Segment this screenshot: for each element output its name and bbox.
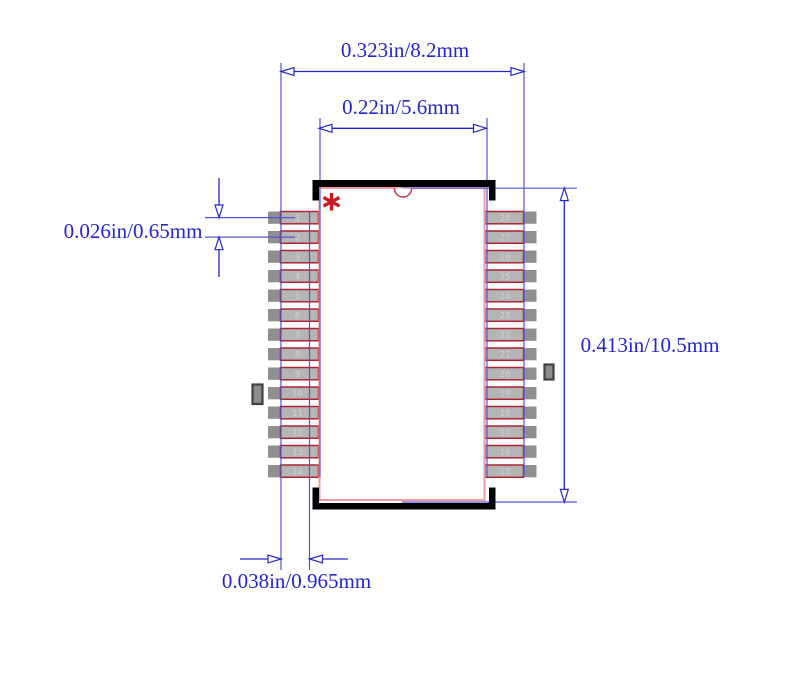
arrowhead-left <box>307 554 324 564</box>
pin-right-18-pad <box>523 406 537 419</box>
arrowhead-left <box>316 123 333 134</box>
pin-left-1-number: 1 <box>295 214 300 224</box>
pin-left-14-number: 14 <box>292 468 303 478</box>
pin-right-25-number: 25 <box>500 273 511 283</box>
pin-right-15-pad <box>523 465 537 478</box>
pin-left-6-number: 6 <box>295 312 300 322</box>
pin-left-4-number: 4 <box>295 273 300 283</box>
pin-left-10-pad <box>268 387 281 400</box>
arrowhead-down <box>214 204 224 220</box>
pin-right-19-pad <box>523 387 537 400</box>
pin-left-3-pad <box>268 250 281 263</box>
pin-left-4-pad <box>268 270 281 283</box>
body-bottom-edge <box>312 503 496 510</box>
pin-left-12-number: 12 <box>292 429 303 439</box>
body-top-left-hook <box>312 180 319 201</box>
pin-right-17-number: 17 <box>500 429 511 439</box>
right-orientation-square <box>543 363 555 381</box>
pin-left-6-pad <box>268 309 281 322</box>
dim-label-body-height: 0.413in/10.5mm <box>581 333 720 357</box>
pin-right-20-pad <box>523 367 537 380</box>
body-top-edge <box>312 180 496 187</box>
pin-right-15-number: 15 <box>500 468 511 478</box>
pin-left-5-number: 5 <box>295 292 300 302</box>
pin-left-14-pad <box>268 465 281 478</box>
pin-right-23-pad <box>523 309 537 322</box>
arrowhead-right <box>472 123 489 134</box>
body-bottom-right-hook <box>489 487 496 510</box>
pin-right-27-pad <box>523 231 537 244</box>
pin-right-20-number: 20 <box>500 370 511 380</box>
left-orientation-square <box>251 383 264 406</box>
pin-left-7-number: 7 <box>295 331 300 341</box>
pin-right-16-number: 16 <box>500 448 511 458</box>
ic-body-outline <box>318 187 486 501</box>
pin-right-21-number: 21 <box>500 351 511 361</box>
pin-left-8-pad <box>268 348 281 361</box>
pin1-asterisk-marker <box>322 193 341 211</box>
dim-label-pin-pitch: 0.026in/0.65mm <box>64 219 203 243</box>
pin-left-8-number: 8 <box>295 351 300 361</box>
pin-left-9-number: 9 <box>295 370 300 380</box>
pin-left-12-pad <box>268 426 281 439</box>
pin-right-23-number: 23 <box>500 312 511 322</box>
pin-left-3-number: 3 <box>295 253 300 263</box>
dim-label-overall-width: 0.323in/8.2mm <box>341 38 469 62</box>
pin-right-24-pad <box>523 289 537 302</box>
pin-left-2-number: 2 <box>295 234 300 244</box>
arrowhead-left <box>278 66 295 77</box>
pin-left-9-pad <box>268 367 281 380</box>
pin-left-11-number: 11 <box>292 409 303 419</box>
pin-left-10-number: 10 <box>292 390 303 400</box>
arrowhead-right <box>267 554 284 564</box>
pin-left-5-pad <box>268 289 281 302</box>
pin-left-13-pad <box>268 445 281 458</box>
arrowhead-up <box>214 235 224 251</box>
dim-label-pad-length: 0.038in/0.965mm <box>222 569 371 593</box>
pin-right-28-pad <box>523 211 537 224</box>
pin-right-25-pad <box>523 270 537 283</box>
pin1-end-notch-arc <box>393 188 413 198</box>
pin-right-19-number: 19 <box>500 390 511 400</box>
pin-left-13-number: 13 <box>292 448 303 458</box>
body-top-right-hook <box>489 180 496 201</box>
pin-right-24-number: 24 <box>500 292 511 302</box>
pin-right-21-pad <box>523 348 537 361</box>
arrowhead-up <box>559 186 570 202</box>
body-bottom-left-hook <box>312 487 319 510</box>
arrowhead-down <box>559 488 570 504</box>
pin-right-16-pad <box>523 445 537 458</box>
pin-right-26-pad <box>523 250 537 263</box>
pin-right-17-pad <box>523 426 537 439</box>
pin-left-7-pad <box>268 328 281 341</box>
pin-right-22-pad <box>523 328 537 341</box>
pin-right-27-number: 27 <box>500 234 511 244</box>
pin-right-26-number: 26 <box>500 253 511 263</box>
pin-right-18-number: 18 <box>500 409 511 419</box>
arrowhead-right <box>510 66 527 77</box>
dim-label-body-width: 0.22in/5.6mm <box>342 95 460 119</box>
pin-left-11-pad <box>268 406 281 419</box>
right-pins: 28 27 26 25 24 23 22 21 20 19 18 17 16 15 <box>484 210 537 479</box>
pin-right-28-number: 28 <box>500 214 511 224</box>
pin-right-22-number: 22 <box>500 331 511 341</box>
